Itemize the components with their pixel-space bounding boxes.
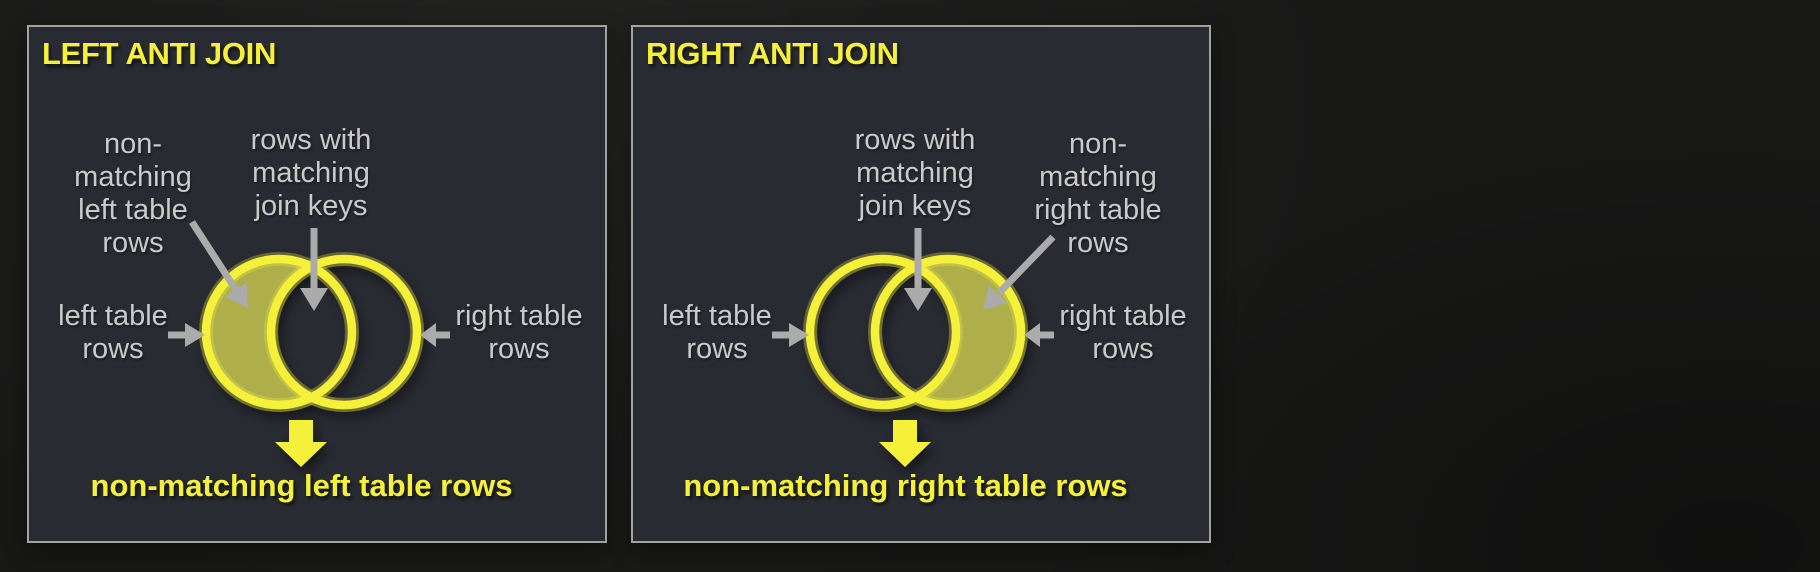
left-table-circle (805, 254, 961, 410)
venn-diagram (168, 220, 450, 467)
non-matching-arrow (189, 220, 248, 308)
label-line: non- (103, 128, 163, 160)
label-line: left table (78, 194, 188, 226)
label-line: rows (488, 333, 550, 365)
label-line: rows (1067, 227, 1129, 259)
panel-title: RIGHT ANTI JOIN (646, 36, 899, 71)
result-caption: non-matching left table rows (90, 468, 513, 503)
label-line: right table (1034, 194, 1162, 226)
label-line: non- (1068, 128, 1128, 160)
result-arrow (879, 420, 931, 467)
left-table-arrow (168, 323, 205, 347)
label-line: rows (102, 227, 164, 259)
join-keys-arrow (300, 228, 328, 311)
panel-right-anti-join: RIGHT ANTI JOIN (631, 25, 1211, 543)
label-non-matching-rows: non- matching right table rows (1034, 128, 1161, 260)
label-line: left table (58, 300, 168, 332)
label-line: matching (252, 157, 370, 189)
label-line: right table (455, 300, 583, 332)
label-right-table-rows: right table rows (1059, 300, 1186, 366)
label-line: join keys (254, 190, 368, 222)
label-non-matching-rows: non- matching left table rows (74, 128, 192, 260)
label-line: rows with (250, 124, 372, 156)
result-arrow (275, 420, 327, 467)
join-keys-arrow (904, 228, 932, 311)
label-left-table-rows: left table rows (58, 300, 168, 366)
right-table-arrow (1024, 323, 1054, 347)
label-matching-join-keys: rows with matching join keys (855, 124, 976, 223)
panel-title: LEFT ANTI JOIN (42, 36, 277, 71)
left-table-arrow (772, 323, 809, 347)
right-table-circle (266, 254, 422, 410)
non-matching-arrow (983, 234, 1056, 310)
left-table-circle (201, 254, 357, 410)
right-table-arrow (420, 323, 450, 347)
label-line: matching (856, 157, 974, 189)
right-table-circle (870, 254, 1026, 410)
label-line: right table (1059, 300, 1187, 332)
label-left-table-rows: left table rows (662, 300, 772, 366)
label-right-table-rows: right table rows (455, 300, 582, 366)
venn-diagram (772, 228, 1056, 467)
label-line: matching (1039, 161, 1157, 193)
label-line: join keys (858, 190, 972, 222)
label-line: matching (74, 161, 192, 193)
label-matching-join-keys: rows with matching join keys (251, 124, 372, 223)
label-line: left table (662, 300, 772, 332)
label-line: rows with (854, 124, 976, 156)
label-line: rows (82, 333, 144, 365)
result-caption: non-matching right table rows (683, 468, 1128, 503)
label-line: rows (1092, 333, 1154, 365)
label-line: rows (686, 333, 748, 365)
panel-left-anti-join: LEFT ANTI JOIN (27, 25, 607, 543)
